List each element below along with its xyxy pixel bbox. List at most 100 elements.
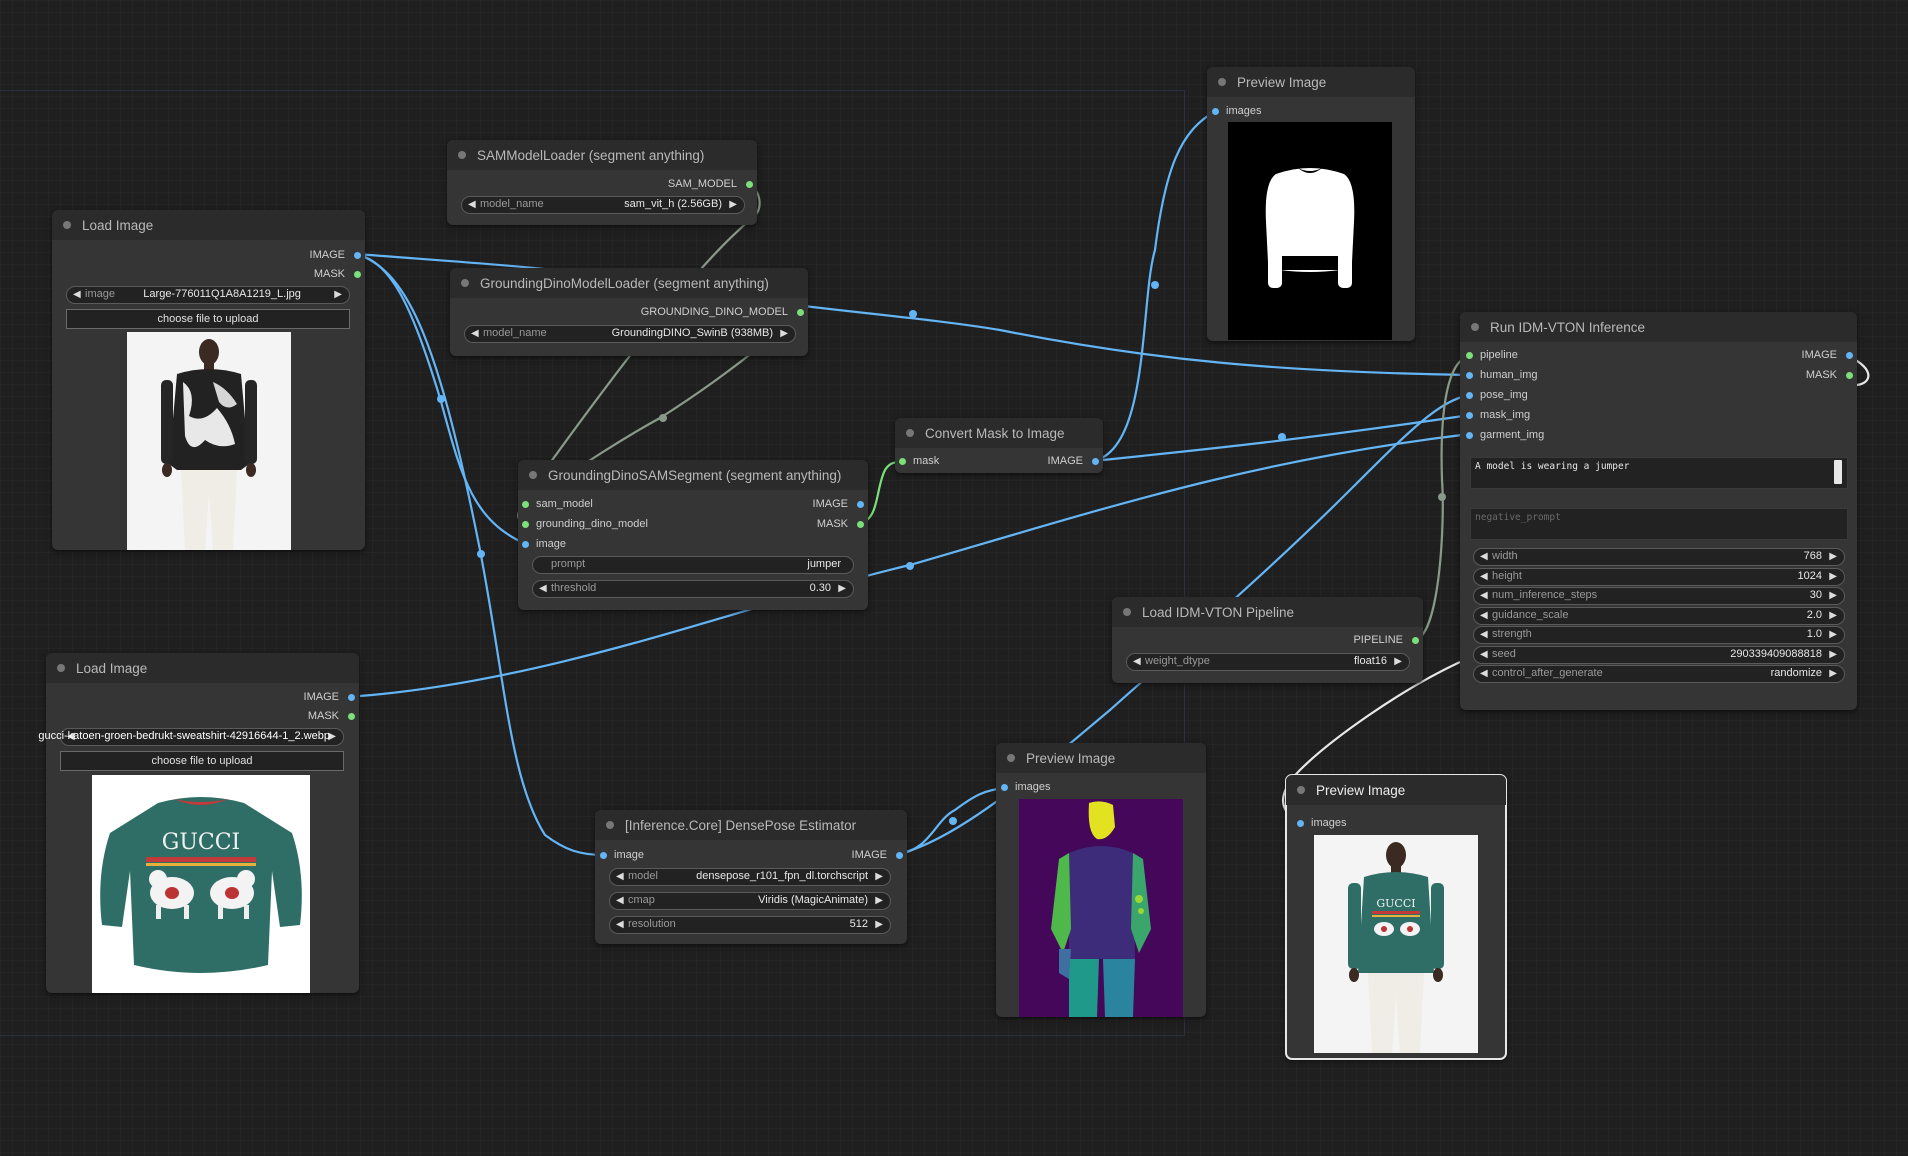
decrement-arrow-icon[interactable]: ◀ — [471, 328, 479, 339]
decrement-arrow-icon[interactable]: ◀ — [616, 871, 624, 882]
decrement-arrow-icon[interactable]: ◀ — [616, 895, 624, 906]
load-image-node-1[interactable]: Load Image IMAGE MASK ◀ image Large-7760… — [52, 210, 365, 550]
output-mask-port[interactable] — [348, 713, 355, 720]
node-header[interactable]: Load IDM-VTON Pipeline — [1112, 597, 1423, 627]
sam-model-loader-node[interactable]: SAMModelLoader (segment anything) SAM_MO… — [447, 140, 757, 225]
increment-arrow-icon[interactable]: ▶ — [1829, 570, 1837, 582]
input-pose-img-port[interactable] — [1466, 392, 1473, 399]
node-header[interactable]: Preview Image — [1207, 67, 1415, 97]
collapse-dot-icon[interactable] — [461, 279, 469, 287]
collapse-dot-icon[interactable] — [529, 471, 537, 479]
decrement-arrow-icon[interactable]: ◀ — [73, 289, 81, 300]
decrement-arrow-icon[interactable]: ◀ — [1480, 551, 1488, 562]
input-garment-img-port[interactable] — [1466, 432, 1473, 439]
convert-mask-node[interactable]: Convert Mask to Image mask IMAGE — [895, 418, 1103, 473]
node-header[interactable]: GroundingDinoModelLoader (segment anythi… — [450, 268, 808, 298]
input-dino-model-port[interactable] — [522, 521, 529, 528]
node-header[interactable]: GroundingDinoSAMSegment (segment anythin… — [518, 460, 868, 490]
collapse-dot-icon[interactable] — [57, 664, 65, 672]
increment-arrow-icon[interactable]: ▶ — [838, 583, 846, 594]
increment-arrow-icon[interactable]: ▶ — [1829, 629, 1837, 640]
node-header[interactable]: Preview Image — [996, 743, 1206, 773]
prompt-textarea[interactable]: A model is wearing a jumper — [1470, 457, 1848, 489]
decrement-arrow-icon[interactable]: ◀ — [1480, 629, 1488, 640]
increment-arrow-icon[interactable]: ▶ — [875, 895, 883, 906]
output-image-port[interactable] — [348, 694, 355, 701]
decrement-arrow-icon[interactable]: ◀ — [1480, 609, 1488, 621]
decrement-arrow-icon[interactable]: ◀ — [1480, 668, 1488, 679]
node-header[interactable]: Load Image — [46, 653, 359, 683]
collapse-dot-icon[interactable] — [458, 151, 466, 159]
decrement-arrow-icon[interactable]: ◀ — [1480, 570, 1488, 582]
output-image-port[interactable] — [1846, 352, 1853, 359]
model-widget[interactable]: ◀ model densepose_r101_fpn_dl.torchscrip… — [609, 868, 891, 886]
collapse-dot-icon[interactable] — [1218, 78, 1226, 86]
collapse-dot-icon[interactable] — [1007, 754, 1015, 762]
input-sam-model-port[interactable] — [522, 501, 529, 508]
output-mask-port[interactable] — [354, 271, 361, 278]
negative-prompt-textarea[interactable]: negative_prompt — [1470, 508, 1848, 540]
increment-arrow-icon[interactable]: ▶ — [1829, 648, 1837, 660]
preview-image-node-result[interactable]: Preview Image images GUCCI — [1285, 774, 1507, 1060]
collapse-dot-icon[interactable] — [1297, 786, 1305, 794]
decrement-arrow-icon[interactable]: ◀ — [1133, 656, 1141, 667]
output-pipeline-port[interactable] — [1412, 637, 1419, 644]
weight-dtype-widget[interactable]: ◀ weight_dtype float16 ▶ — [1126, 653, 1410, 671]
image-select-widget[interactable]: ◀ ▶ — [60, 728, 344, 746]
output-mask-port[interactable] — [1846, 372, 1853, 379]
output-sam-model-port[interactable] — [746, 181, 753, 188]
decrement-arrow-icon[interactable]: ◀ — [616, 919, 624, 930]
collapse-dot-icon[interactable] — [906, 429, 914, 437]
input-image-port[interactable] — [600, 852, 607, 859]
collapse-dot-icon[interactable] — [63, 221, 71, 229]
input-image-port[interactable] — [522, 541, 529, 548]
load-image-node-2[interactable]: Load Image IMAGE MASK ◀ ▶ choose file to… — [46, 653, 359, 993]
node-header[interactable]: [Inference.Core] DensePose Estimator — [595, 810, 907, 840]
decrement-arrow-icon[interactable]: ◀ — [468, 199, 476, 210]
input-mask-port[interactable] — [899, 458, 906, 465]
collapse-dot-icon[interactable] — [1471, 323, 1479, 331]
upload-button[interactable]: choose file to upload — [66, 309, 350, 329]
increment-arrow-icon[interactable]: ▶ — [328, 731, 336, 742]
model-name-widget[interactable]: ◀ model_name sam_vit_h (2.56GB) ▶ — [461, 196, 745, 214]
input-pipeline-port[interactable] — [1466, 352, 1473, 359]
node-header[interactable]: Preview Image — [1286, 775, 1506, 805]
input-human-img-port[interactable] — [1466, 372, 1473, 379]
run-idm-vton-inference-node[interactable]: Run IDM-VTON Inference pipeline human_im… — [1460, 312, 1857, 710]
grounding-dino-loader-node[interactable]: GroundingDinoModelLoader (segment anythi… — [450, 268, 808, 356]
increment-arrow-icon[interactable]: ▶ — [1829, 609, 1837, 621]
decrement-arrow-icon[interactable]: ◀ — [539, 583, 547, 594]
increment-arrow-icon[interactable]: ▶ — [875, 871, 883, 882]
output-mask-port[interactable] — [857, 521, 864, 528]
node-header[interactable]: Convert Mask to Image — [895, 418, 1103, 448]
preview-image-node-mask[interactable]: Preview Image images — [1207, 67, 1415, 341]
grounding-dino-sam-segment-node[interactable]: GroundingDinoSAMSegment (segment anythin… — [518, 460, 868, 610]
node-header[interactable]: SAMModelLoader (segment anything) — [447, 140, 757, 170]
increment-arrow-icon[interactable]: ▶ — [334, 289, 342, 300]
input-mask-img-port[interactable] — [1466, 412, 1473, 419]
increment-arrow-icon[interactable]: ▶ — [1394, 656, 1402, 667]
decrement-arrow-icon[interactable]: ◀ — [1480, 648, 1488, 660]
output-image-port[interactable] — [857, 501, 864, 508]
image-select-widget[interactable]: ◀ image Large-776011Q1A8A1219_L.jpg ▶ — [66, 286, 350, 304]
node-header[interactable]: Run IDM-VTON Inference — [1460, 312, 1857, 342]
collapse-dot-icon[interactable] — [606, 821, 614, 829]
decrement-arrow-icon[interactable]: ◀ — [67, 731, 75, 742]
threshold-widget[interactable]: ◀ threshold 0.30 ▶ — [532, 580, 854, 598]
increment-arrow-icon[interactable]: ▶ — [1829, 668, 1837, 679]
preview-image-node-pose[interactable]: Preview Image images — [996, 743, 1206, 1017]
output-dino-model-port[interactable] — [797, 309, 804, 316]
input-images-port[interactable] — [1212, 108, 1219, 115]
prompt-scrollbar[interactable] — [1834, 460, 1842, 484]
increment-arrow-icon[interactable]: ▶ — [1829, 590, 1837, 601]
decrement-arrow-icon[interactable]: ◀ — [1480, 590, 1488, 601]
increment-arrow-icon[interactable]: ▶ — [875, 919, 883, 930]
resolution-widget[interactable]: ◀ resolution 512 ▶ — [609, 916, 891, 934]
increment-arrow-icon[interactable]: ▶ — [1829, 551, 1837, 562]
